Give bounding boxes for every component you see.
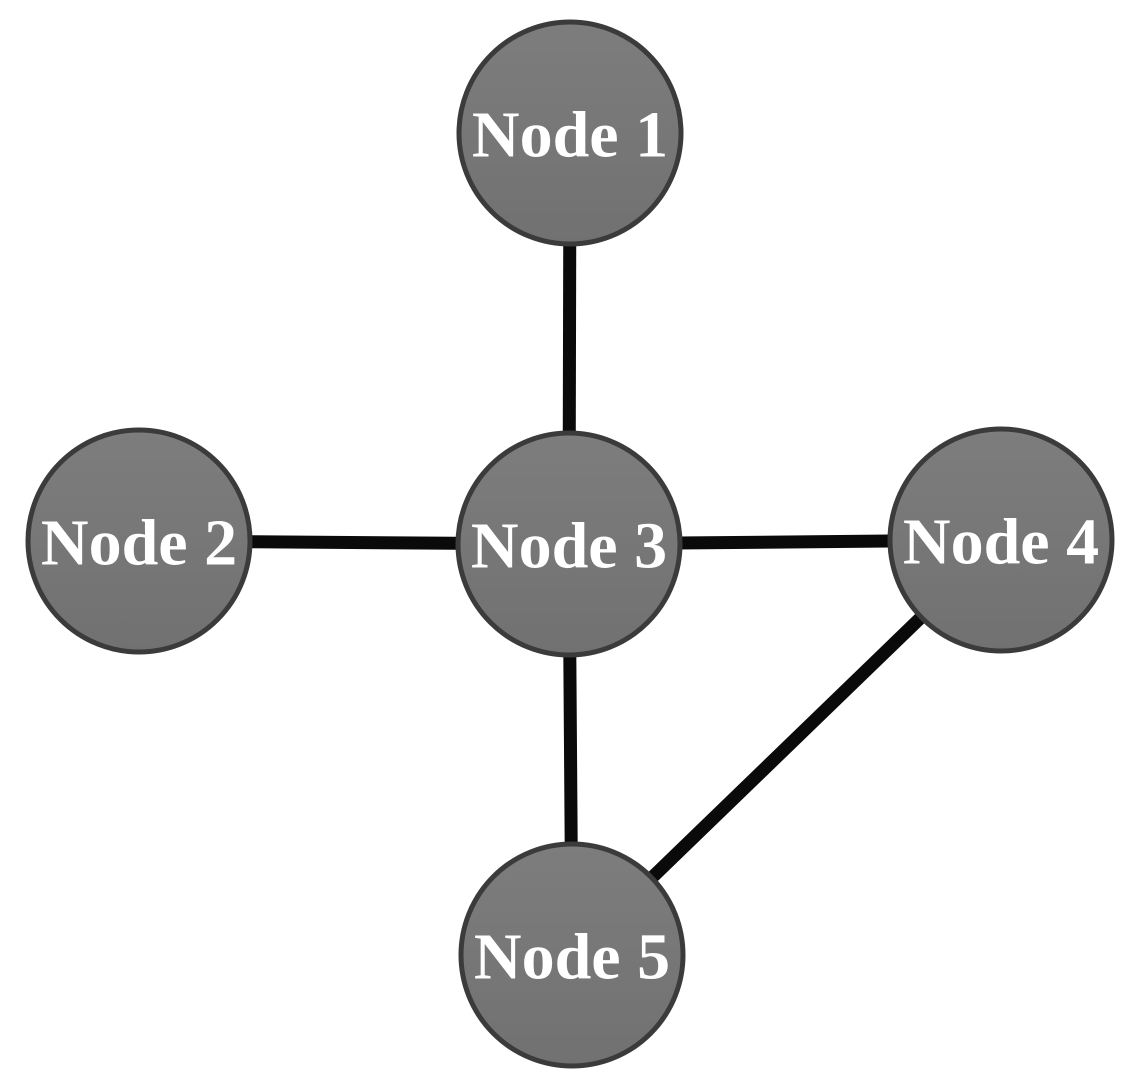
- node-3: Node 3: [455, 430, 683, 658]
- node-3-circle: [455, 430, 683, 658]
- node-3-label: Node 3: [471, 509, 667, 582]
- node-1-label: Node 1: [472, 98, 668, 171]
- node-5-label: Node 5: [474, 920, 670, 993]
- node-2: Node 2: [25, 427, 253, 655]
- node-1-circle: [456, 19, 684, 247]
- node-4-circle: [887, 426, 1115, 654]
- node-4: Node 4: [887, 426, 1115, 654]
- node-1: Node 1: [456, 19, 684, 247]
- node-5: Node 5: [458, 841, 686, 1069]
- node-2-label: Node 2: [41, 506, 237, 579]
- node-2-circle: [25, 427, 253, 655]
- node-5-circle: [458, 841, 686, 1069]
- node-4-label: Node 4: [903, 505, 1099, 578]
